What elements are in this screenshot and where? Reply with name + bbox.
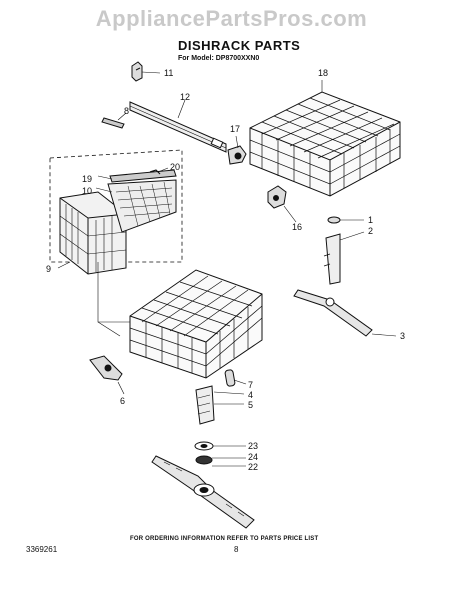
part-18-upper-rack [249,80,401,197]
parts-4-5-hub [195,385,245,425]
callout-11: 11 [164,68,173,78]
callout-5: 5 [248,400,253,410]
callout-20: 20 [170,162,180,172]
part-6-roller [89,355,125,395]
callout-6: 6 [120,396,125,406]
model-subtitle: For Model: DP8700XXN0 [178,55,260,62]
callout-7: 7 [248,380,253,390]
callout-22: 22 [248,462,258,472]
part-17-roller [227,135,247,165]
parts-23-24-washers [194,441,246,467]
callout-1: 1 [368,215,373,225]
lower-rack [129,269,263,379]
parts-9-10-19-20-group [49,149,183,337]
callout-24: 24 [248,452,258,462]
part-11-clip [131,61,161,82]
part-22-lower-spray-arm [151,455,255,529]
callout-12: 12 [180,92,190,102]
callout-8: 8 [124,106,129,116]
part-12-track-rail [129,99,227,153]
part-8-stop [101,112,127,129]
watermark: AppliancePartsPros.com [95,6,368,31]
callout-2: 2 [368,226,373,236]
callout-17: 17 [230,124,240,134]
callout-23: 23 [248,441,258,451]
document-number: 3369261 [26,545,58,554]
callout-16: 16 [292,222,302,232]
parts-1-2-hub [323,216,365,285]
callout-3: 3 [400,331,405,341]
part-3-spray-arm [293,289,397,337]
callout-10: 10 [82,186,92,196]
callout-19: 19 [82,174,92,184]
part-7-tube [224,369,247,387]
callout-labels: 11 12 8 17 18 20 19 10 16 1 2 9 3 7 4 6 … [46,68,405,472]
callout-4: 4 [248,390,253,400]
page-number: 8 [234,545,239,554]
callout-9: 9 [46,264,51,274]
page-title: DISHRACK PARTS [178,38,301,53]
callout-18: 18 [318,68,328,78]
part-16-clip [267,185,297,223]
ordering-note: FOR ORDERING INFORMATION REFER TO PARTS … [130,536,319,542]
